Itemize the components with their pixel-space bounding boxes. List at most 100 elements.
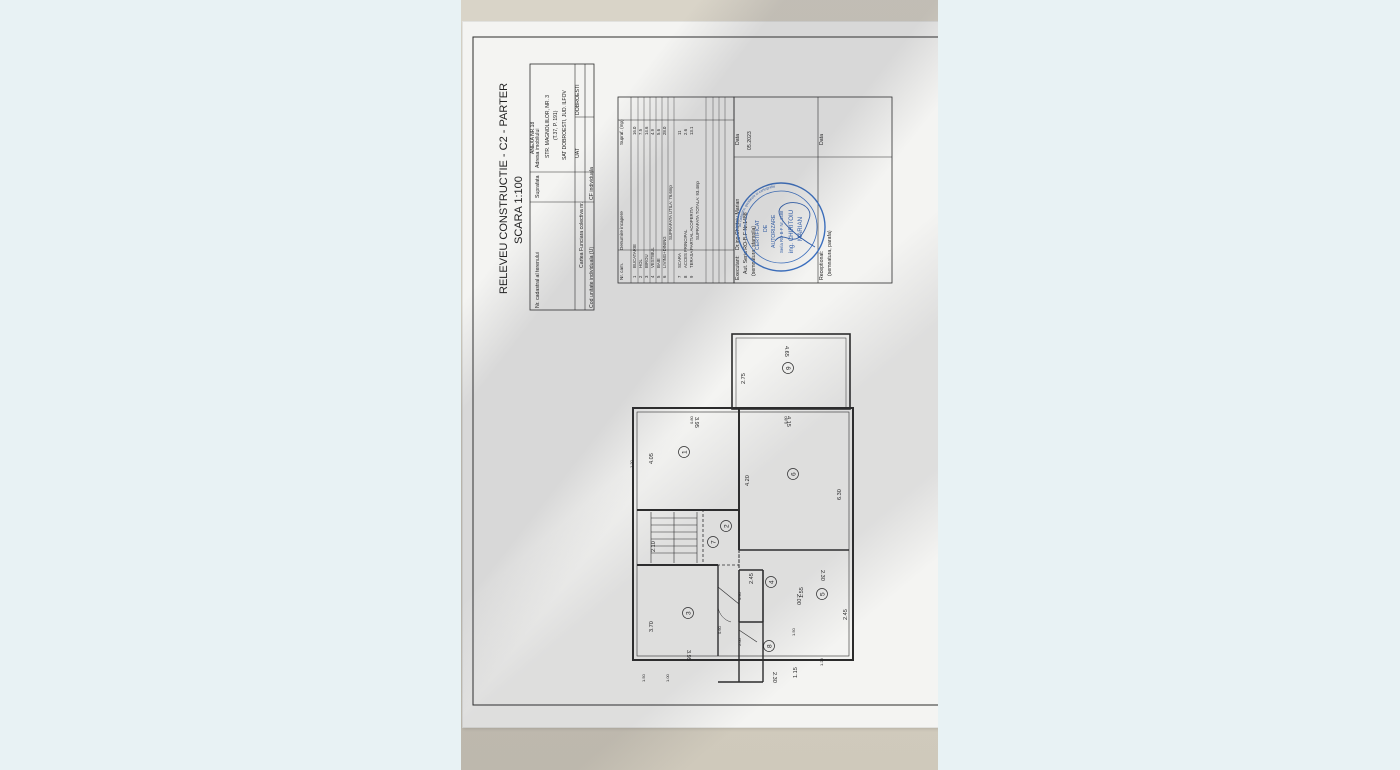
- dimension-label: 2.30: [819, 570, 825, 581]
- room-number: 6: [791, 472, 798, 476]
- address-line-3: SAT DOBROESTI, JUD. ILFOV: [562, 90, 568, 160]
- room-row-nr: 1: [632, 275, 637, 278]
- room-number: 2: [724, 524, 731, 528]
- room-row-name: ACCES PRINCIPAL: [683, 229, 688, 268]
- room-number: 1: [682, 450, 689, 454]
- dimension-labels: 4.05 3.95 4.20 6.30 4.15 4.65 2.75 3.70 …: [649, 346, 849, 683]
- room-row-nr: 5: [656, 275, 661, 278]
- room-number: 5: [820, 592, 827, 596]
- room-row-nr: 2: [638, 275, 643, 278]
- room-row-area: 2.6: [683, 128, 688, 135]
- room-number: 8: [767, 644, 774, 648]
- room-row-area: 14.6: [644, 126, 649, 135]
- document-photo: RELEVEU CONSTRUCTIE - C2 - PARTER SCARA …: [461, 0, 938, 770]
- dimension-label: 4.15: [785, 416, 791, 427]
- reception-label: Receptionat:: [819, 251, 825, 280]
- useful-total: SUPRAFATA UTILA: 76.6mp: [668, 185, 673, 240]
- grand-total: SUPRAFATA TOTALA: 93.4mp: [695, 181, 700, 240]
- rooms-table: Nr. cam. Denumire incapere Supraf. (mp) …: [617, 96, 735, 284]
- executant-label: Executant:: [735, 255, 741, 280]
- date-label: Data: [735, 134, 741, 145]
- opening-label: 1.20: [629, 459, 634, 468]
- room-row-name: TERASA PARTIAL ACOPERITA: [689, 207, 694, 268]
- room-row-area: 4.9: [650, 128, 655, 135]
- room-row-area: 11: [677, 130, 682, 135]
- room-row-nr: 3: [644, 275, 649, 278]
- room-number: 4: [769, 580, 776, 584]
- opening-label: 1.00: [665, 673, 670, 682]
- dimension-label: 3.95: [685, 650, 691, 661]
- dimension-label: 6.30: [837, 489, 843, 500]
- room-row-nr: 9: [689, 275, 694, 278]
- room-row-area: 7.5: [638, 128, 643, 135]
- dimension-label: 3.95: [693, 417, 699, 428]
- room-number: 9: [786, 366, 793, 370]
- room-row-nr: 6: [662, 275, 667, 278]
- reception-sign-label: (semnatura, parafa): [827, 230, 833, 276]
- cadastral-label: Nr. cadastral al terenului: [535, 252, 541, 308]
- address-line-2: (T.37, P. 191): [553, 110, 559, 140]
- dimension-label: 1.15: [793, 667, 799, 678]
- opening-label: 0.80: [783, 415, 788, 424]
- stamp-name-2: MARIAN: [797, 217, 804, 241]
- rooms-header-area: Supraf. (mp): [619, 119, 624, 145]
- unit-code-label: Cod unitate individuala (U): [589, 247, 595, 308]
- room-row-area: 28.0: [662, 126, 667, 135]
- room-row-name: BIROU: [644, 254, 649, 268]
- opening-label: 1.50: [791, 627, 796, 636]
- room-row-area: 13.1: [689, 126, 694, 135]
- title-block: RELEVEU CONSTRUCTIE - C2 - PARTER SCARA …: [498, 83, 536, 294]
- opening-labels: 1.20 0.80 0.80 0.90 1.50 1.00 2.00 1.50 …: [629, 415, 824, 682]
- dimension-label: 2.30: [771, 672, 777, 683]
- room-number: 7: [711, 540, 718, 544]
- dimension-label: 2.75: [741, 373, 747, 384]
- opening-label: 0.60: [717, 625, 722, 634]
- room-number: 3: [686, 611, 693, 615]
- uat-label: UAT: [575, 147, 581, 158]
- room-row-nr: 8: [683, 275, 688, 278]
- stamp-name-1: ing. CHIRITOIU: [788, 210, 795, 253]
- room-row-name: BAIE: [656, 258, 661, 268]
- dimension-label: 1.55: [799, 587, 805, 598]
- survey-drawing: RELEVEU CONSTRUCTIE - C2 - PARTER SCARA …: [472, 36, 938, 706]
- room-row-area: 16.0: [632, 126, 637, 135]
- opening-label: 1.20: [819, 657, 824, 666]
- stair-treads: [650, 512, 698, 563]
- stamp-certificat: CERTIFICAT: [755, 219, 761, 250]
- opening-label: 0.80: [689, 415, 694, 424]
- date-value: 05.2023: [747, 131, 753, 150]
- room-row-name: BUCATARIE: [632, 244, 637, 268]
- signature-scribble: [774, 202, 816, 248]
- room-row-name: VESTIBUL: [650, 247, 655, 268]
- cf-individual-label: CF individuala: [589, 167, 595, 200]
- opening-label: 1.50: [641, 673, 646, 682]
- uat-value: DOBROESTI: [575, 84, 581, 115]
- rooms-header-name: Denumire incapere: [619, 211, 624, 250]
- opening-label: 0.90: [737, 591, 742, 600]
- room-row-nr: 7: [677, 275, 682, 278]
- cf-label: Cartea Funciara colectiva nr.: [579, 202, 585, 268]
- executant-name: Dr.ing.Chiritoiu Marian: [735, 199, 741, 250]
- stamp-autorizare: AUTORIZARE: [771, 214, 777, 248]
- annex-label: ANEXA NR.18: [530, 122, 536, 154]
- room-row-name: HOL: [638, 259, 643, 268]
- opening-label: 2.00: [737, 637, 742, 646]
- document-title: RELEVEU CONSTRUCTIE - C2 - PARTER: [498, 83, 510, 294]
- room-row-name: SCARA: [677, 253, 682, 268]
- dimension-label: 4.65: [783, 346, 789, 357]
- document-scale: SCARA 1:100: [513, 176, 525, 244]
- authorization: Aut. Seria RO-B-F Nr.1488: [743, 212, 749, 274]
- dimension-label: 2.45: [749, 573, 755, 584]
- dimension-label: 4.20: [745, 475, 751, 486]
- dimension-label: 2.10: [651, 541, 657, 552]
- room-row-name: LIVING+DINING: [662, 236, 667, 268]
- reception-date-label: Data: [819, 134, 825, 145]
- rooms-header-nr: Nr. cam.: [619, 263, 624, 280]
- address-label: Adresa imobilului: [535, 128, 541, 168]
- stamp-serie: Seria RO-B-F Nr. 1488: [779, 210, 784, 253]
- paper-sheet: RELEVEU CONSTRUCTIE - C2 - PARTER SCARA …: [463, 22, 938, 727]
- room-row-area: 5.6: [656, 128, 661, 135]
- room-row-nr: 4: [650, 275, 655, 278]
- dimension-label: 2.45: [843, 609, 849, 620]
- dimension-label: 3.70: [649, 621, 655, 632]
